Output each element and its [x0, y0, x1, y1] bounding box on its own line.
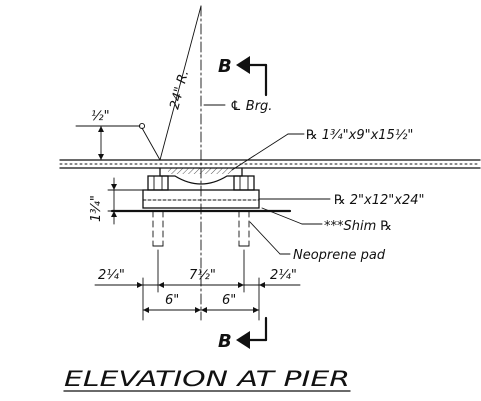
right-anchor-bolt	[238, 210, 250, 247]
girder-flange	[59, 159, 481, 169]
right-nut	[233, 175, 255, 191]
left-nut	[147, 175, 169, 191]
vertical-dimension: 1¾"	[89, 177, 144, 225]
section-arrow-bottom-icon	[236, 331, 250, 349]
radius-label: 24" R.	[167, 69, 192, 111]
top-plate-leader	[231, 133, 289, 171]
half-inch-label: ½"	[91, 109, 110, 124]
half-inch-dimension: ½"	[75, 109, 161, 161]
shim-leader	[261, 207, 303, 225]
dimension-string-upper: 2¼" 7½" 2¼"	[94, 249, 301, 321]
vertical-dimension-label: 1¾"	[89, 195, 104, 222]
dim-left-inner: 6"	[165, 293, 179, 308]
section-cut-bottom: B	[218, 316, 268, 352]
section-cut-top-label: B	[218, 56, 232, 77]
dim-right-inner: 6"	[222, 293, 236, 308]
dimension-string-lower: 6" 6"	[142, 293, 260, 313]
top-plate-label: ℞ 1¾"x9"x15½"	[306, 128, 413, 143]
left-anchor-bolt	[152, 210, 164, 247]
section-cut-top: B	[218, 56, 268, 97]
neoprene-leader	[249, 221, 281, 255]
neoprene-label: Neoprene pad	[293, 248, 386, 263]
section-cut-bottom-label: B	[218, 331, 232, 352]
shim-label: ***Shim ℞	[324, 219, 392, 234]
dim-left-edge: 2¼"	[98, 268, 125, 283]
radius-line	[159, 5, 202, 161]
top-bearing-plate	[159, 167, 243, 185]
bottom-plate-label: ℞ 2"x12"x24"	[334, 193, 424, 208]
centerline-label: ℄ Brg.	[230, 99, 272, 114]
dim-center: 7½"	[189, 268, 216, 283]
dim-right-edge: 2¼"	[270, 268, 297, 283]
drawing-title: ELEVATION AT PIER	[64, 367, 350, 391]
section-arrow-top-icon	[236, 56, 250, 74]
